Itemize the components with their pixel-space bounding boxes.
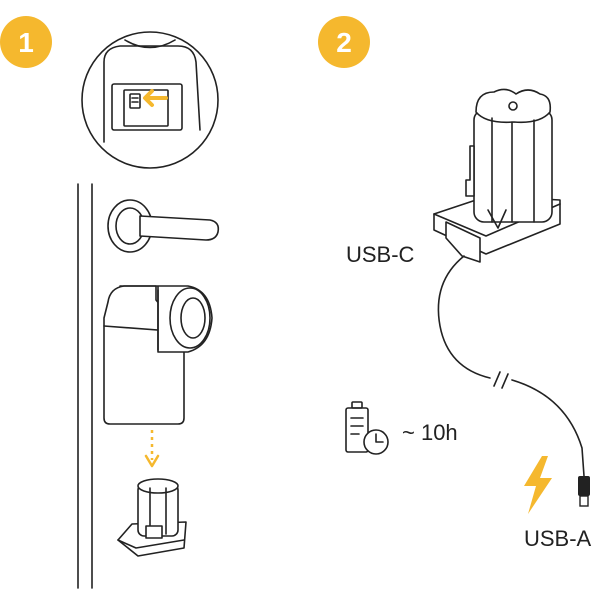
usb-cable	[437, 255, 585, 477]
charge-time-label: ~ 10h	[402, 420, 458, 445]
step-1-number: 1	[18, 27, 34, 58]
clock-icon	[363, 429, 389, 455]
usb-c-label: USB-C	[346, 242, 415, 267]
zoom-detail	[81, 31, 219, 169]
lightning-bolt-icon	[524, 456, 552, 514]
battery-pack-small	[117, 478, 187, 557]
step-2-badge: 2	[318, 16, 370, 68]
door-frame	[77, 183, 93, 589]
arrow-down-icon	[144, 430, 160, 468]
usb-a-label: USB-A	[524, 526, 592, 551]
usb-a-connector	[578, 476, 590, 507]
smart-lock	[103, 285, 213, 425]
door-handle	[107, 199, 220, 253]
step-1-badge: 1	[0, 16, 52, 68]
battery-charging-icon	[345, 401, 369, 453]
battery-pack-large	[433, 88, 561, 263]
step-2-number: 2	[336, 27, 352, 58]
arrow-right-icon	[143, 89, 168, 107]
